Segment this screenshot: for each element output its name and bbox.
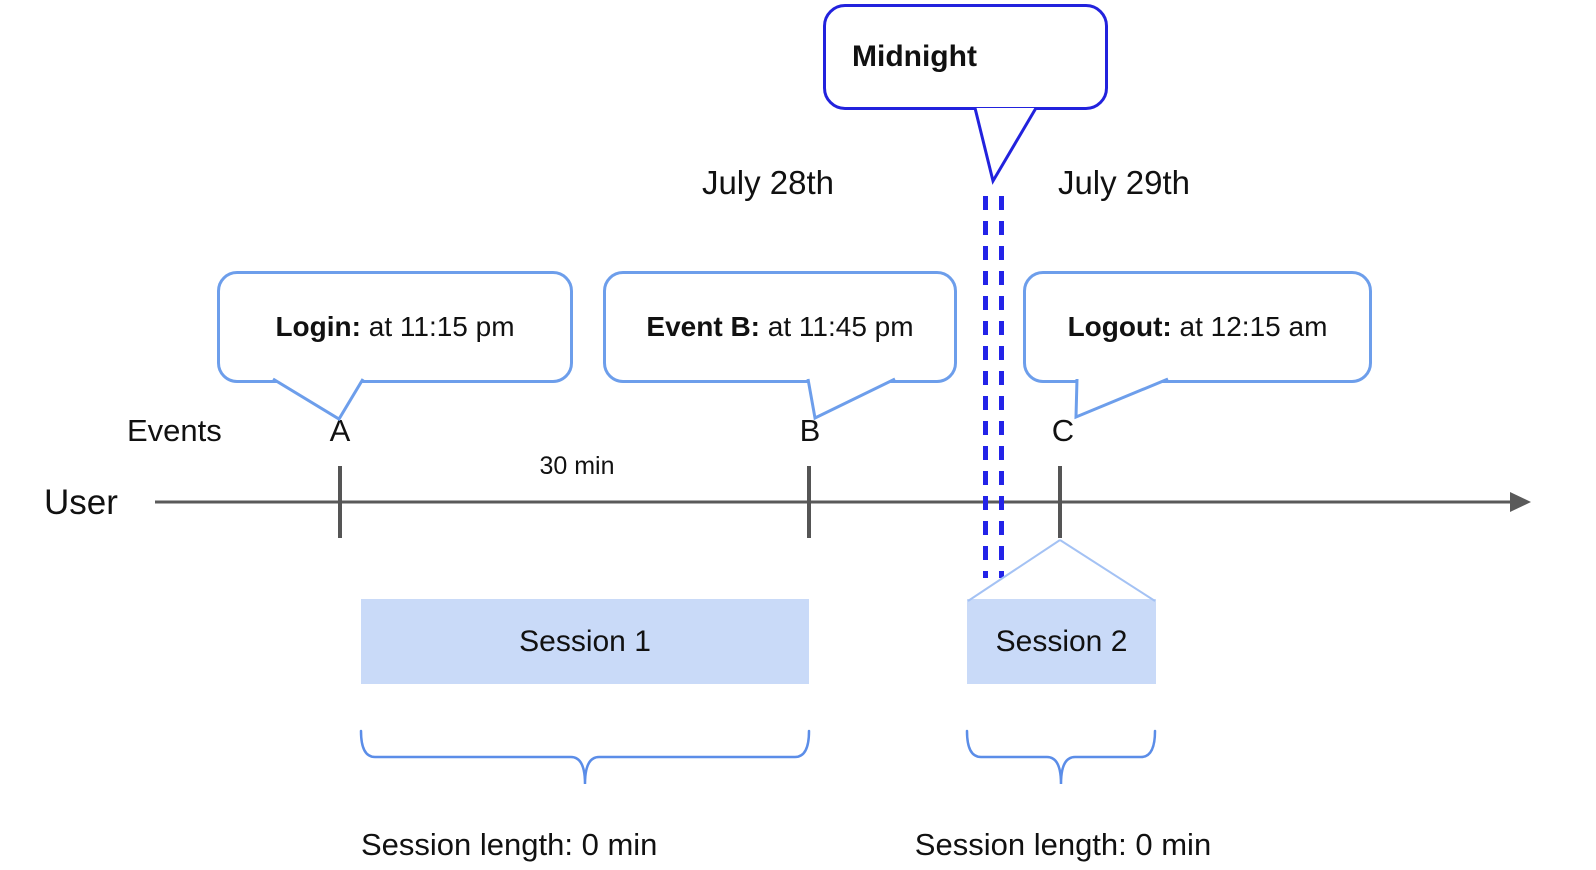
date-label-july-29: July 29th [1057, 164, 1191, 201]
events-axis-label: Events [127, 413, 222, 448]
midnight-label: Midnight [852, 40, 977, 73]
user-axis-label: User [44, 483, 118, 522]
logout-callout-tail [1074, 377, 1169, 420]
event-b-callout-text: Event B: at 11:45 pm [646, 311, 914, 342]
event-b-callout-tail [806, 377, 896, 421]
logout-callout-text: Logout: at 12:15 am [1067, 311, 1328, 342]
date-label-july-28: July 28th [701, 164, 835, 201]
session-1-box: Session 1 [361, 599, 809, 684]
midnight-callout-tail [973, 107, 1038, 185]
event-marker-a-label: A [329, 413, 351, 448]
event-b-callout: Event B: at 11:45 pm [603, 271, 957, 383]
session-1-length-label: Session length: 0 min [361, 827, 658, 862]
event-marker-b-label: B [799, 413, 821, 448]
session-2-funnel-line-right [1059, 539, 1156, 602]
session-1-brace [359, 729, 811, 785]
session-1-label: Session 1 [519, 624, 651, 658]
login-callout: Login: at 11:15 pm [217, 271, 573, 383]
session-2-label: Session 2 [995, 624, 1128, 658]
session-2-brace [965, 729, 1157, 785]
midnight-callout: Midnight [823, 4, 1108, 110]
session-2-length-label: Session length: 0 min [914, 827, 1212, 862]
logout-callout: Logout: at 12:15 am [1023, 271, 1372, 383]
session-2-funnel-line-left [967, 539, 1061, 602]
login-callout-text: Login: at 11:15 pm [275, 311, 515, 342]
event-marker-c-label: C [1051, 413, 1075, 448]
session-2-box: Session 2 [967, 599, 1156, 684]
interval-label: 30 min [539, 452, 615, 480]
timeline-arrowhead-icon [1510, 492, 1531, 512]
